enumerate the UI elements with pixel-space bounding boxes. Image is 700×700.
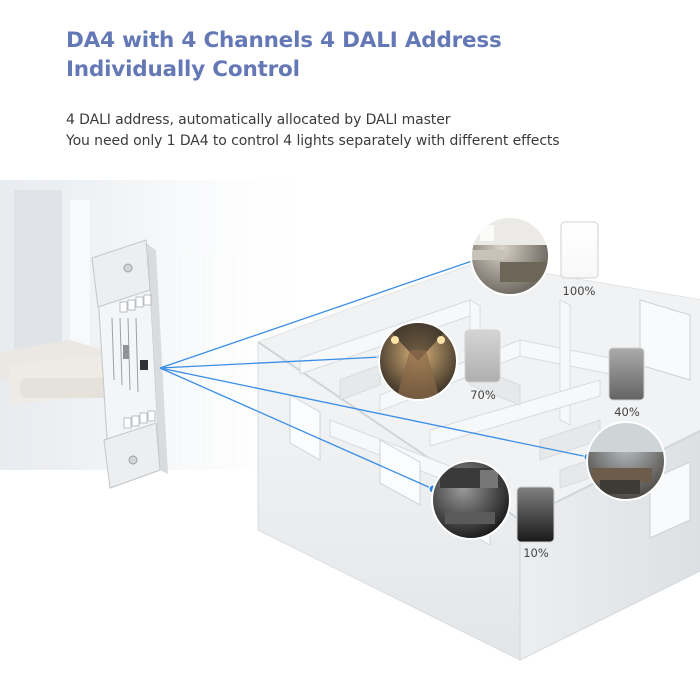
room-photo-3	[586, 421, 666, 501]
wire-4	[159, 367, 434, 490]
wire-2	[159, 356, 382, 369]
title-line-2: Individually Control	[66, 57, 300, 82]
level-label-1: 100%	[562, 284, 596, 298]
brightness-swatch-2	[464, 329, 501, 383]
wire-1	[159, 259, 476, 369]
level-label-4: 10%	[523, 546, 549, 560]
brightness-swatch-3	[608, 347, 645, 401]
da4-controller	[91, 239, 168, 489]
title-line-1: DA4 with 4 Channels 4 DALI Address	[66, 28, 502, 53]
wire-3	[159, 367, 589, 458]
room-photo-2	[378, 321, 458, 401]
page-title: DA4 with 4 Channels 4 DALI Address Indiv…	[66, 26, 502, 84]
brightness-swatch-4	[516, 486, 555, 543]
brightness-swatches	[464, 221, 645, 543]
room-photo-1	[470, 216, 550, 296]
level-label-2: 70%	[470, 388, 496, 402]
level-label-3: 40%	[614, 405, 640, 419]
description-line-1: 4 DALI address, automatically allocated …	[66, 112, 451, 128]
description-line-2: You need only 1 DA4 to control 4 lights …	[66, 133, 560, 149]
brightness-swatch-1	[560, 221, 599, 279]
description: 4 DALI address, automatically allocated …	[66, 110, 560, 152]
room-photo-4	[431, 460, 511, 540]
